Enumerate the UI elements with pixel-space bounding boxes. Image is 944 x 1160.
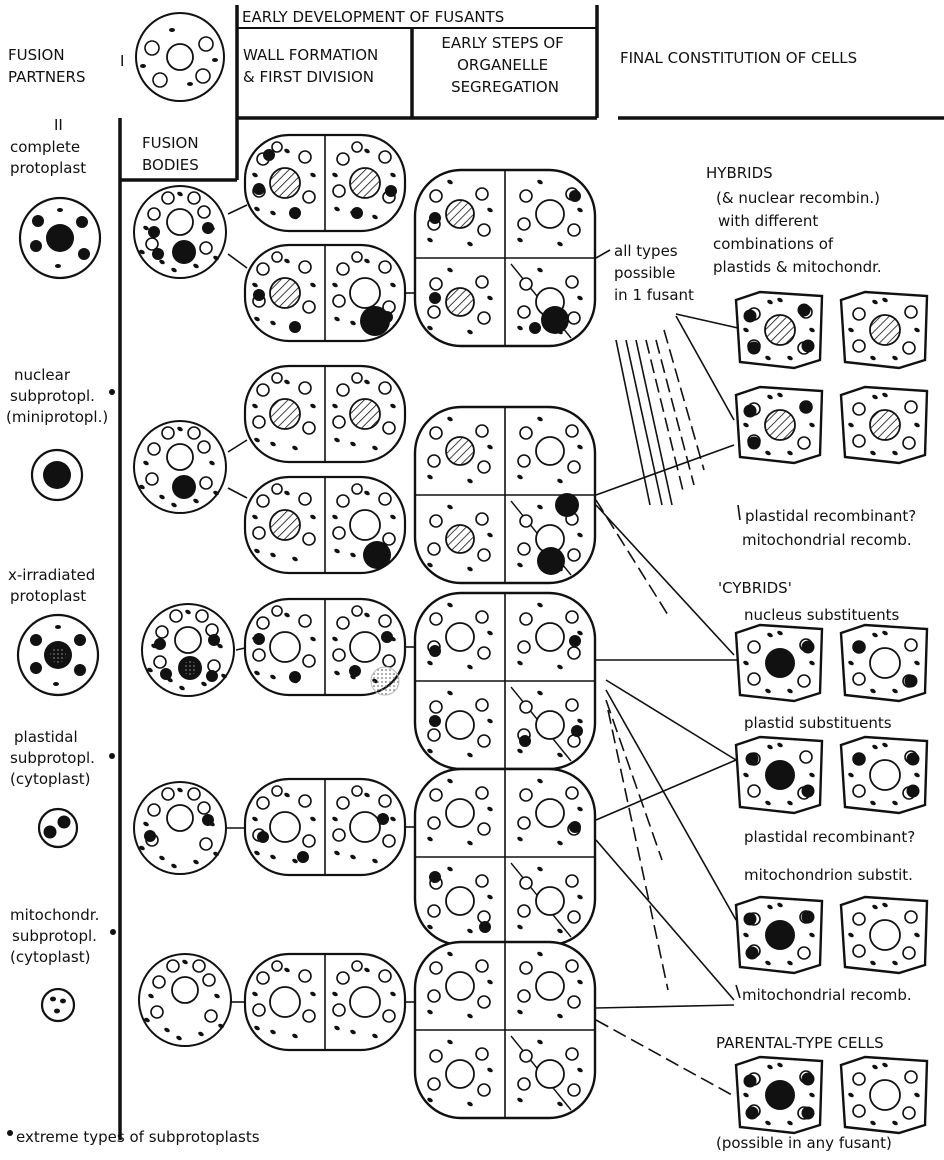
parental-cell-2 xyxy=(841,1057,927,1133)
hybrids-line-2: with different xyxy=(718,212,818,230)
mitochondrial-recomb-label-2: mitochondrial recomb. xyxy=(742,986,912,1004)
fusion-bodies-heading: FUSION BODIES xyxy=(142,134,203,174)
nucleus-substituent-cell-2 xyxy=(841,625,927,701)
partner-label-plastidal: plastidal subprotopl. (cytoplast) xyxy=(10,728,100,788)
segregation-cell-4 xyxy=(415,769,595,945)
plastid-substituent-cell-1 xyxy=(736,737,822,813)
wall-formation-heading: WALL FORMATION & FIRST DIVISION xyxy=(243,46,383,86)
partner-x-irradiated-line-1: x-irradiated xyxy=(8,566,95,584)
parental-cell-1 xyxy=(736,1057,822,1133)
early-steps-line-3: SEGREGATION xyxy=(451,78,559,96)
hybrid-cell-4 xyxy=(841,387,927,463)
possible-any-fusant-label: (possible in any fusant) xyxy=(716,1134,892,1152)
segregation-cell-3 xyxy=(415,593,595,769)
hybrids-line-1: (& nuclear recombin.) xyxy=(716,189,880,207)
hybrid-cell-2 xyxy=(841,292,927,368)
final-constitution-heading: FINAL CONSTITUTION OF CELLS xyxy=(620,49,857,67)
partner-mitochondr-line-1: mitochondr. xyxy=(10,906,99,924)
hybrid-cell-1 xyxy=(736,292,822,368)
partner-i-protoplast xyxy=(136,13,224,101)
footnote-marker xyxy=(7,1130,13,1136)
fusion-partners-heading: FUSION PARTNERS xyxy=(8,46,85,86)
fusion-body-nuclear xyxy=(134,421,226,513)
all-types-line-3: in 1 fusant xyxy=(614,286,694,304)
partner-plastidal-line-1: plastidal xyxy=(14,728,78,746)
subprotoplast-markers xyxy=(109,389,116,935)
fusion-partners-line-1: FUSION xyxy=(8,46,65,64)
partner-mitochondr-line-3: (cytoplast) xyxy=(10,948,90,966)
partner-ii-label: II xyxy=(54,116,63,134)
segregation-column xyxy=(415,170,595,1118)
partner-x-irradiated-protoplast xyxy=(18,615,98,695)
wall-formation-line-2: & FIRST DIVISION xyxy=(243,68,374,86)
partner-nuclear-line-1: nuclear xyxy=(14,366,71,384)
partner-mitochondr-subprotoplast xyxy=(42,989,74,1021)
partner-label-x-irradiated: x-irradiated protoplast xyxy=(8,566,100,605)
fusion-bodies-line-2: BODIES xyxy=(142,156,199,174)
fusion-bodies-line-1: FUSION xyxy=(142,134,199,152)
partner-complete-line-2: protoplast xyxy=(10,159,86,177)
partner-label-mitochondr: mitochondr. subprotopl. (cytoplast) xyxy=(10,906,104,966)
footnote: extreme types of subprotoplasts xyxy=(16,1128,260,1146)
fusion-body-x-irradiated xyxy=(142,604,234,696)
partner-mitochondr-line-2: subprotopl. xyxy=(12,927,97,945)
hybrids-line-4: plastids & mitochondr. xyxy=(713,258,882,276)
hybrids-description: (& nuclear recombin.) with different com… xyxy=(713,189,885,276)
hybrids-line-3: combinations of xyxy=(713,235,834,253)
partner-plastidal-subprotoplast xyxy=(39,809,77,847)
partner-x-irradiated-line-2: protoplast xyxy=(10,587,86,605)
parental-type-heading: PARENTAL-TYPE CELLS xyxy=(716,1034,884,1052)
wall-cell-1b xyxy=(245,245,405,341)
mitochondrial-recomb-label-1: mitochondrial recomb. xyxy=(742,531,912,549)
all-types-line-2: possible xyxy=(614,264,675,282)
wall-cell-2a xyxy=(245,366,405,462)
mitochondrion-substituent-cell-2 xyxy=(841,897,927,973)
wall-formation-line-1: WALL FORMATION xyxy=(243,46,378,64)
wall-cell-5 xyxy=(245,954,405,1050)
partner-nuclear-line-3: (miniprotopl.) xyxy=(6,408,108,426)
all-types-annotation: all types possible in 1 fusant xyxy=(614,242,694,304)
mitochondrion-substit-label: mitochondrion substit. xyxy=(744,866,913,884)
partner-complete-line-1: complete xyxy=(10,138,80,156)
partner-plastidal-line-3: (cytoplast) xyxy=(10,770,90,788)
early-steps-line-1: EARLY STEPS OF xyxy=(441,34,563,52)
partner-plastidal-line-2: subprotopl. xyxy=(10,749,95,767)
segregation-cell-1 xyxy=(415,170,595,346)
fusion-body-complete xyxy=(134,186,226,278)
nucleus-substituents-label: nucleus substituents xyxy=(744,606,899,624)
fusion-partners-line-2: PARTNERS xyxy=(8,68,85,86)
wall-cell-3 xyxy=(245,599,405,695)
hybrids-heading: HYBRIDS xyxy=(706,164,773,182)
plastid-substituent-cell-2 xyxy=(841,737,927,813)
fusion-body-mitochondr xyxy=(139,954,231,1046)
wall-cell-4 xyxy=(245,779,405,875)
segregation-cell-5 xyxy=(415,942,595,1118)
segregation-cell-2 xyxy=(415,407,595,583)
wall-cell-2b xyxy=(245,477,405,573)
partner-label-nuclear: nuclear subprotopl. (miniprotopl.) xyxy=(6,366,108,426)
partner-nuclear-line-2: subprotopl. xyxy=(10,387,95,405)
fusion-body-plastidal xyxy=(134,782,226,874)
nucleus-substituent-cell-1 xyxy=(736,625,822,701)
plastid-substituents-label: plastid substituents xyxy=(744,714,892,732)
cybrids-heading: 'CYBRIDS' xyxy=(718,579,792,597)
plastidal-recombinant-label-1: plastidal recombinant? xyxy=(745,507,916,525)
all-types-line-1: all types xyxy=(614,242,678,260)
early-steps-line-2: ORGANELLE xyxy=(457,56,548,74)
partner-label-complete: complete protoplast xyxy=(10,138,86,177)
plastidal-recombinant-label-2: plastidal recombinant? xyxy=(744,828,915,846)
wall-cell-1a xyxy=(245,135,405,231)
early-development-heading: EARLY DEVELOPMENT OF FUSANTS xyxy=(242,8,504,26)
partner-nuclear-subprotoplast xyxy=(32,450,82,500)
partner-i-label: I xyxy=(120,52,124,70)
final-cells-column xyxy=(736,292,927,1133)
partner-complete-protoplast xyxy=(20,198,100,278)
early-steps-heading: EARLY STEPS OF ORGANELLE SEGREGATION xyxy=(441,34,568,96)
mitochondrion-substituent-cell-1 xyxy=(736,897,822,973)
fusion-bodies-column xyxy=(134,186,234,1046)
hybrid-cell-3 xyxy=(736,387,822,463)
wall-formation-column xyxy=(245,135,405,1050)
